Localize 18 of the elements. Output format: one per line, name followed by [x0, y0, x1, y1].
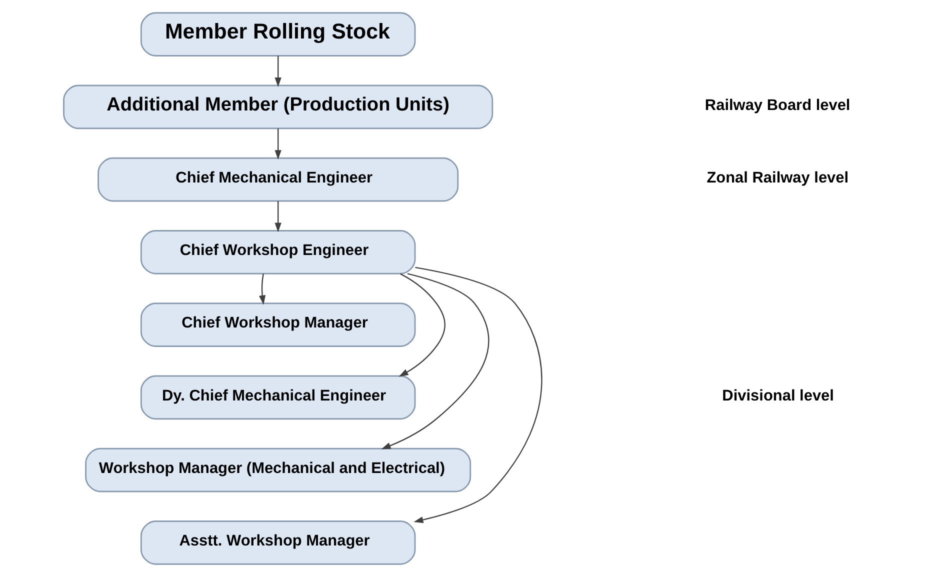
- node-box: Additional Member (Production Units): [62, 84, 493, 130]
- label: Divisional level: [722, 387, 834, 404]
- node-box: Member Rolling Stock: [140, 12, 416, 56]
- arrow: [380, 273, 489, 450]
- arrow: [398, 273, 445, 377]
- arrow: [413, 266, 542, 524]
- label: Railway Board level: [704, 96, 850, 114]
- node-box: Chief Mechanical Engineer: [97, 157, 458, 202]
- node-box: Asstt. Workshop Manager: [140, 520, 416, 565]
- arrow: [258, 274, 266, 305]
- node-box: Workshop Manager (Mechanical and Electrical): [84, 448, 471, 492]
- node-box: Chief Workshop Engineer: [140, 230, 416, 274]
- node-box: Chief Workshop Manager: [140, 302, 416, 347]
- label: Zonal Railway level: [706, 169, 848, 186]
- arrow: [274, 56, 281, 88]
- node-box: Dy. Chief Mechanical Engineer: [140, 375, 416, 420]
- arrow: [274, 128, 281, 160]
- arrow: [274, 201, 281, 232]
